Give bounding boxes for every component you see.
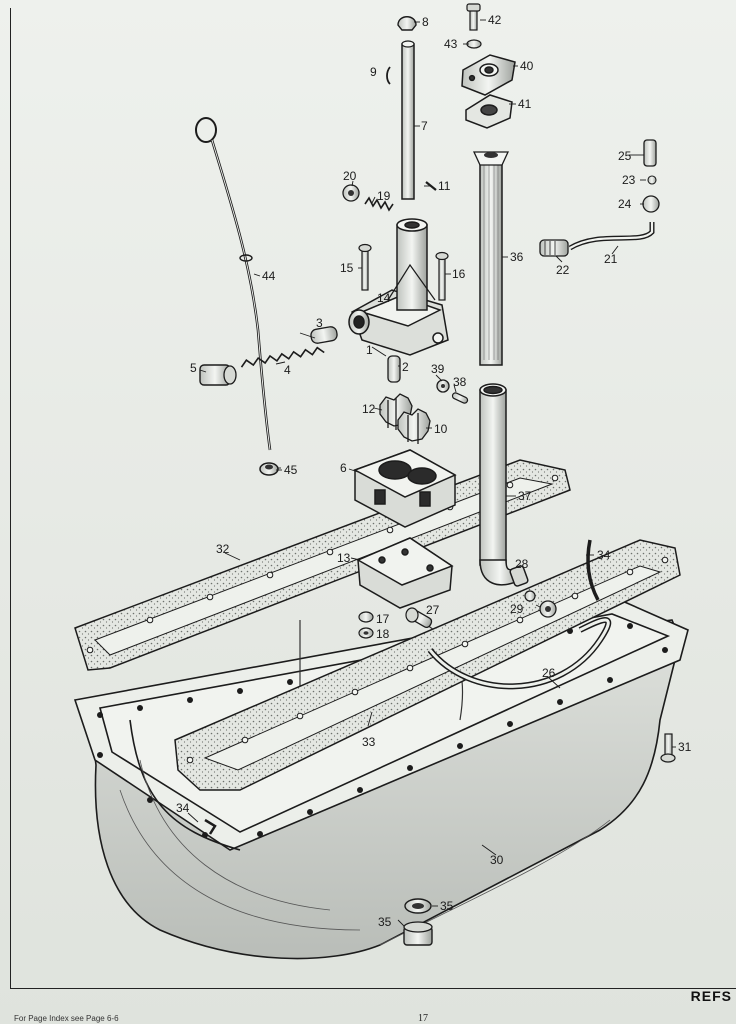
callout-33: 33 (362, 735, 376, 749)
callout-46: 45 (284, 463, 298, 477)
oil-feed-pipe (568, 222, 655, 251)
shaft-clip-8 (397, 16, 417, 31)
callout-6: 6 (340, 461, 347, 475)
section-label: REFS (690, 988, 732, 1004)
washer-23 (647, 175, 657, 185)
gasket-32 (74, 459, 571, 671)
relief-valve-cap-nut (199, 364, 237, 386)
callout-32: 32 (216, 542, 230, 556)
callout-21: 21 (604, 252, 618, 266)
suction-pipe (479, 383, 529, 587)
callout-42: 41 (518, 97, 532, 111)
callout-34-right: 34 (597, 548, 611, 562)
callout-40: 39 (431, 362, 445, 376)
callout-35: 35 (378, 915, 392, 929)
callout-39: 38 (453, 375, 467, 389)
union-22 (539, 239, 569, 257)
footer-note: For Page Index see Page 6-6 (14, 1014, 119, 1023)
banjo-bolt-25 (643, 139, 657, 167)
spring-19 (364, 196, 394, 212)
bolt-27 (405, 607, 433, 629)
callout-1: 1 (366, 343, 373, 357)
callout-14: 14 (377, 291, 391, 305)
callout-20: 20 (343, 169, 357, 183)
callout-3: 3 (316, 316, 323, 330)
callout-15: 15 (340, 261, 354, 275)
drain-plug-35 (403, 921, 433, 946)
page-frame (10, 8, 736, 989)
seal-34-left (204, 818, 217, 835)
washer-40 (436, 379, 450, 393)
oil-pump-body (348, 218, 449, 356)
callout-19: 19 (377, 189, 391, 203)
callout-16: 16 (452, 267, 466, 281)
callout-10: 10 (434, 422, 448, 436)
callout-43: 42 (488, 13, 502, 27)
callout-8: 8 (422, 15, 429, 29)
page-number: 17 (418, 1013, 428, 1024)
callout-37: 36 (510, 250, 524, 264)
callout-44: 43 (444, 37, 458, 51)
nut-24 (642, 195, 660, 213)
key-39 (451, 392, 469, 404)
callout-26: 26 (542, 666, 556, 680)
pipe-gasket-42 (465, 94, 513, 129)
callout-22: 22 (556, 263, 570, 277)
pump-bolt-15 (358, 243, 372, 291)
callout-5: 5 (190, 361, 197, 375)
callout-38: 37 (518, 489, 532, 503)
seal-34-right (586, 539, 600, 601)
callout-12: 12 (362, 402, 376, 416)
washer-36 (404, 898, 432, 914)
leader-lines (187, 19, 676, 927)
nut-29 (539, 600, 557, 618)
relief-valve-plunger (310, 326, 338, 344)
nut-18 (358, 627, 374, 639)
relief-valve-spring (240, 346, 325, 368)
exploded-parts-diagram: 8 42 43 40 9 41 7 25 20 23 11 19 24 36 2… (73, 3, 692, 960)
callout-23: 23 (622, 173, 636, 187)
pipe-flange-41 (461, 54, 516, 96)
callout-4: 4 (284, 363, 291, 377)
callout-17: 17 (376, 612, 390, 626)
callout-18: 18 (376, 627, 390, 641)
washer-44 (466, 39, 482, 49)
callout-30: 30 (490, 853, 504, 867)
baffle-rod (427, 617, 612, 690)
callout-29: 29 (510, 602, 524, 616)
callout-28: 28 (515, 557, 529, 571)
dipstick-grommet (259, 462, 279, 476)
dipstick (195, 117, 272, 451)
dowel-2 (387, 355, 401, 383)
callout-41: 40 (520, 59, 534, 73)
drive-shaft (401, 40, 415, 200)
callout-27: 27 (426, 603, 440, 617)
callout-34-left: 34 (176, 801, 190, 815)
callout-13: 13 (337, 551, 351, 565)
bolt-31 (660, 733, 676, 763)
callout-24: 24 (618, 197, 632, 211)
callout-36: 35 (440, 899, 454, 913)
callout-45: 44 (262, 269, 276, 283)
washer-28 (524, 590, 536, 602)
callout-9: 9 (370, 65, 377, 79)
delivery-pipe (472, 151, 510, 366)
callout-7: 7 (421, 119, 428, 133)
pump-gears (379, 393, 431, 444)
callout-2: 2 (402, 360, 409, 374)
bolt-43 (466, 3, 481, 31)
pump-cover (353, 449, 457, 528)
washer-17 (358, 611, 374, 623)
nut-20 (342, 184, 360, 202)
circlip-9 (386, 66, 391, 85)
pump-bolt-16 (435, 251, 449, 301)
callout-25: 25 (618, 149, 632, 163)
strainer-cover (356, 537, 454, 609)
callout-31: 31 (678, 740, 692, 754)
callout-11: 11 (438, 179, 451, 193)
callout-labels: 8 42 43 40 9 41 7 25 20 23 11 19 24 36 2… (176, 13, 692, 929)
